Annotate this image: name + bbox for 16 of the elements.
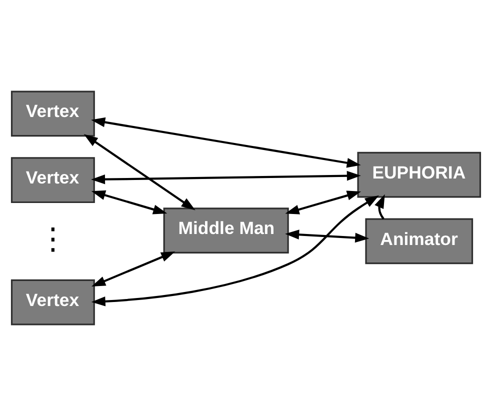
arrow [91, 190, 168, 214]
arrow [285, 190, 362, 214]
node-box: Animator [365, 218, 474, 264]
node-box: Vertex [10, 90, 95, 137]
node-box: EUPHORIA [357, 152, 482, 198]
arrow [84, 134, 196, 210]
node-box: Vertex [10, 279, 95, 326]
arrow [91, 117, 361, 168]
node-box: Vertex [10, 157, 95, 204]
arrow [91, 170, 361, 184]
node-box: Middle Man [163, 208, 289, 254]
label: ⋮ [38, 222, 68, 257]
arrow [91, 195, 379, 306]
arrow [285, 230, 370, 243]
arrow [374, 194, 385, 220]
arrow [91, 252, 176, 287]
